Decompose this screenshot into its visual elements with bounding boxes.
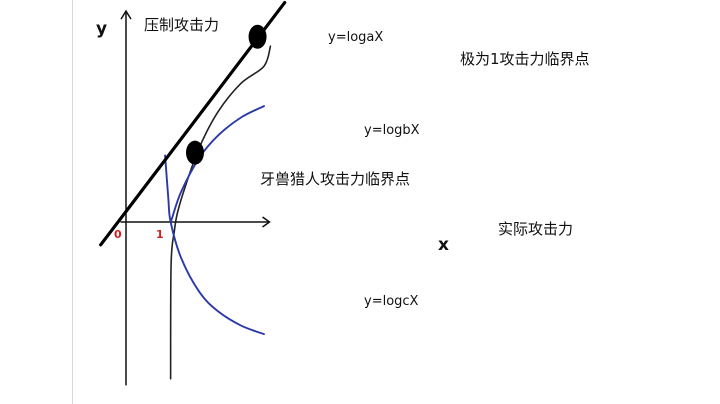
curve-label-loga: y=logaX [328,30,383,45]
curve-logc [164,154,265,336]
annotation-hunter-critical: 牙兽猎人攻击力临界点 [260,170,410,188]
x-axis-letter: x [438,235,449,255]
one-tick-label: 1 [156,228,164,241]
annotation-one-critical: 极为1攻击力临界点 [460,50,590,68]
plot-canvas [72,0,620,404]
curve-label-logb: y=logbX [364,123,420,138]
curve-loga [169,45,272,380]
critical-point-one [248,24,267,49]
critical-point-hunter [186,140,204,165]
y-axis-label: 压制攻击力 [144,16,219,34]
marks-group [186,24,267,165]
curves-group [99,0,287,380]
curve-label-logc: y=logcX [364,294,419,309]
canvas-border [72,0,73,404]
curve-logb [169,105,265,223]
labels-group: 压制攻击力 实际攻击力 y x 0 1 y=logaX y=logbX y=lo… [96,16,590,309]
x-axis-label: 实际攻击力 [498,220,573,238]
y-axis-letter: y [96,19,107,39]
y-axis-arrowhead [120,9,132,20]
origin-tick-label: 0 [114,228,122,241]
axes-group [120,9,271,386]
x-axis-arrowhead [262,216,271,228]
